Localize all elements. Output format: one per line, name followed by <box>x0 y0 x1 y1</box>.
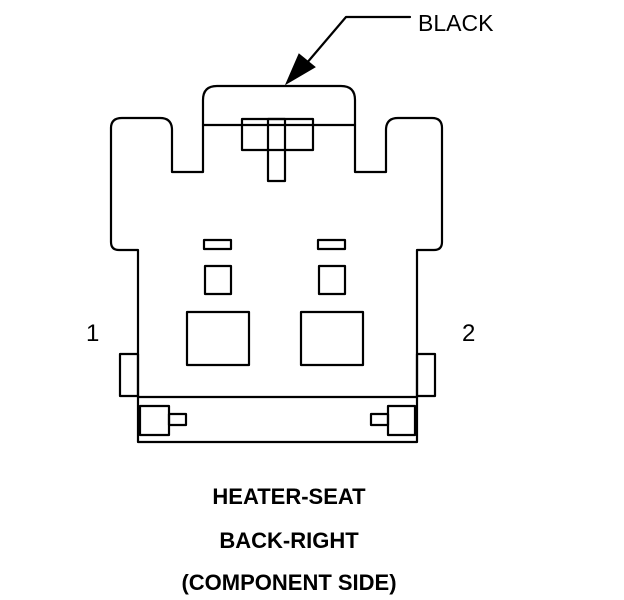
left-side-ear <box>118 352 140 398</box>
cavity-2-slot <box>316 238 347 251</box>
center-latch-stem <box>266 117 287 183</box>
callout-leader-line <box>304 15 412 66</box>
bottom-right-clip-body <box>386 404 417 437</box>
cavity-1-terminal <box>185 310 251 367</box>
center-latch-body <box>240 117 315 152</box>
pin-2-label: 2 <box>462 320 476 347</box>
pin-1-label: 1 <box>86 320 100 347</box>
connector-housing-outline <box>109 84 444 444</box>
bottom-left-clip-pin <box>167 412 188 427</box>
bottom-right-clip-pin <box>369 412 390 427</box>
caption-line-2: BACK-RIGHT <box>219 528 359 553</box>
bottom-left-clip-body <box>138 404 171 437</box>
caption-line-1: HEATER-SEAT <box>212 484 366 509</box>
caption-line-3: (COMPONENT SIDE) <box>181 570 397 595</box>
cavity-1-slot <box>202 238 233 251</box>
callout-arrowhead <box>284 53 316 86</box>
color-callout-label: BLACK <box>418 10 494 36</box>
cavity-1-small-square <box>203 264 233 296</box>
right-side-ear <box>415 352 437 398</box>
cavity-2-small-square <box>317 264 347 296</box>
cavity-2-terminal <box>299 310 365 367</box>
